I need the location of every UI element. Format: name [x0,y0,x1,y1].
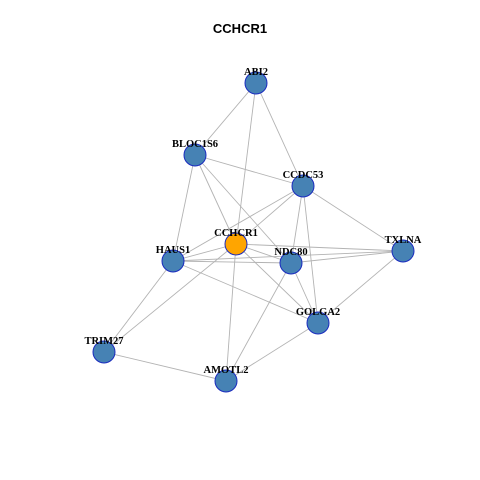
node-label-haus1: HAUS1 [156,245,190,256]
node-label-trim27: TRIM27 [84,336,123,347]
edge-ccdc53-golga2 [302,185,319,324]
node-label-ccdc53: CCDC53 [283,170,324,181]
node-ndc80: NDC80 [274,247,308,275]
edge-golga2-amotl2 [225,322,319,382]
edge-cchcr1-txlna [235,243,404,252]
node-circle-haus1 [161,249,185,273]
edge-bloc1s6-ndc80 [194,154,292,264]
edge-ccdc53-txlna [302,185,404,252]
node-label-txlna: TXLNA [385,235,422,246]
node-circle-golga2 [306,311,330,335]
edge-ndc80-amotl2 [225,262,292,382]
edge-haus1-trim27 [103,260,174,353]
edge-trim27-amotl2 [103,351,227,382]
node-haus1: HAUS1 [156,245,190,273]
node-txlna: TXLNA [385,235,422,263]
node-circle-txlna [391,239,415,263]
edge-cchcr1-amotl2 [225,243,237,382]
edge-abi2-bloc1s6 [194,82,257,156]
node-label-abi2: ABI2 [244,67,268,78]
node-amotl2: AMOTL2 [204,365,249,393]
edge-abi2-cchcr1 [235,82,257,245]
edge-bloc1s6-ccdc53 [194,154,304,187]
node-circle-amotl2 [214,369,238,393]
node-trim27: TRIM27 [84,336,124,364]
edge-bloc1s6-cchcr1 [194,154,237,245]
node-circle-trim27 [92,340,116,364]
node-circle-ndc80 [279,251,303,275]
edge-ndc80-txlna [290,250,404,264]
node-cchcr1: CCHCR1 [214,228,258,256]
edge-ccdc53-ndc80 [290,185,304,264]
node-circle-cchcr1 [224,232,248,256]
node-label-bloc1s6: BLOC1S6 [172,139,218,150]
edge-bloc1s6-haus1 [172,154,196,262]
edge-cchcr1-golga2 [235,243,319,324]
edge-txlna-golga2 [317,250,404,324]
node-abi2: ABI2 [244,67,268,95]
edge-abi2-ccdc53 [255,82,304,187]
node-label-amotl2: AMOTL2 [204,365,249,376]
node-circle-ccdc53 [291,174,315,198]
node-bloc1s6: BLOC1S6 [172,139,218,167]
figure-title: CCHCR1 [212,21,268,36]
node-circle-abi2 [244,71,268,95]
edge-haus1-ndc80 [172,260,292,264]
edge-ccdc53-haus1 [172,185,304,262]
node-golga2: GOLGA2 [296,307,340,335]
node-circle-bloc1s6 [183,143,207,167]
node-label-golga2: GOLGA2 [296,307,340,318]
node-label-cchcr1: CCHCR1 [214,228,258,239]
edge-ccdc53-cchcr1 [235,185,304,245]
node-ccdc53: CCDC53 [283,170,324,198]
node-label-ndc80: NDC80 [274,247,307,258]
edge-haus1-golga2 [172,260,319,324]
